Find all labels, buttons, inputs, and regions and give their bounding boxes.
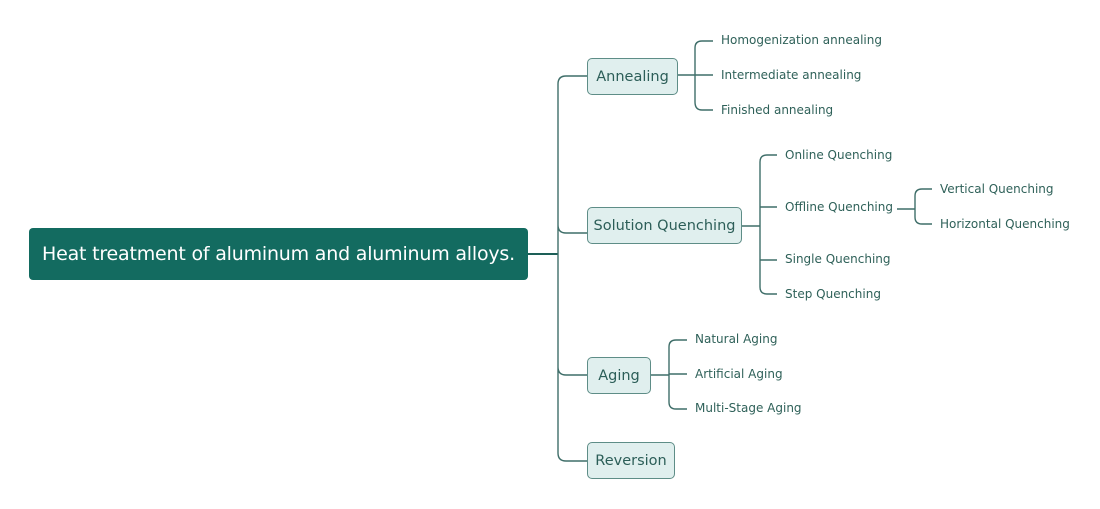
subtopic-artificial-aging[interactable]: Artificial Aging [695, 367, 783, 381]
connector-spine [557, 75, 587, 462]
subtopic-horizontal-quenching[interactable]: Horizontal Quenching [940, 217, 1070, 231]
subtopic-single-quenching[interactable]: Single Quenching [785, 252, 891, 266]
topic-solution-quenching[interactable]: Solution Quenching [587, 207, 742, 244]
subtopic-finished-annealing[interactable]: Finished annealing [721, 103, 834, 117]
subtopic-intermediate-annealing[interactable]: Intermediate annealing [721, 68, 862, 82]
subtopic-offline-quenching[interactable]: Offline Quenching [785, 200, 893, 214]
subtopic-natural-aging[interactable]: Natural Aging [695, 332, 778, 346]
root-topic-label: Heat treatment of aluminum and aluminum … [42, 243, 515, 265]
subtopic-step-quenching[interactable]: Step Quenching [785, 287, 881, 301]
subtopic-multi-stage-aging[interactable]: Multi-Stage Aging [695, 401, 802, 415]
topic-label: Solution Quenching [593, 217, 736, 234]
topic-label: Reversion [595, 452, 667, 469]
connector-annealing [678, 40, 713, 111]
topic-label: Aging [598, 367, 640, 384]
topic-aging[interactable]: Aging [587, 357, 651, 394]
topic-label: Annealing [596, 68, 669, 85]
root-topic[interactable]: Heat treatment of aluminum and aluminum … [29, 228, 528, 280]
subtopic-homogenization-annealing[interactable]: Homogenization annealing [721, 33, 882, 47]
subtopic-vertical-quenching[interactable]: Vertical Quenching [940, 182, 1054, 196]
topic-annealing[interactable]: Annealing [587, 58, 678, 95]
connector-aging [651, 339, 687, 410]
connector-solution-quenching [742, 154, 777, 295]
topic-reversion[interactable]: Reversion [587, 442, 675, 479]
subtopic-online-quenching[interactable]: Online Quenching [785, 148, 893, 162]
connector-offline-quenching [897, 188, 932, 225]
